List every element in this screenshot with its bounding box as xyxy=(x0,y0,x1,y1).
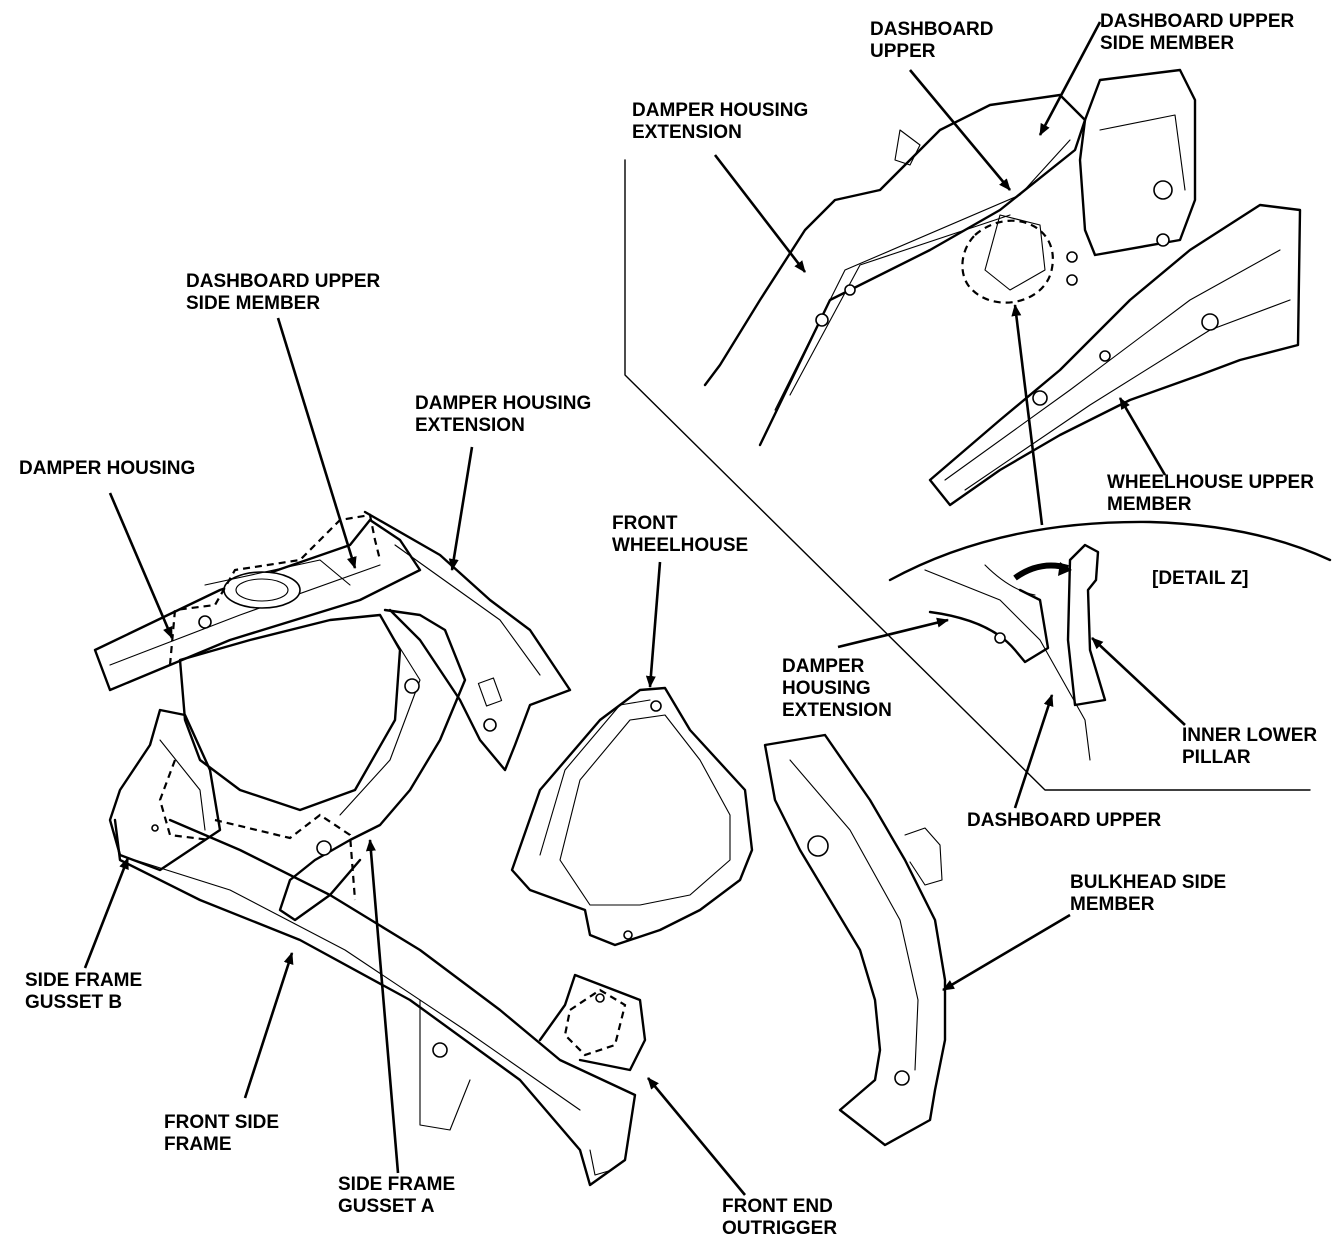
hidden-outline-damper-housing xyxy=(168,513,382,666)
label-front-wheelhouse: FRONT WHEELHOUSE xyxy=(612,513,749,556)
label-wheelhouse-upper-member: WHEELHOUSE UPPER MEMBER xyxy=(1107,472,1314,515)
label-damper-housing-extension-mid: DAMPER HOUSING EXTENSION xyxy=(415,393,592,436)
side-frame-gusset-b-part xyxy=(108,708,222,872)
label-dashboard-upper-top: DASHBOARD UPPER xyxy=(870,19,994,62)
label-front-side-frame: FRONT SIDE FRAME xyxy=(164,1112,280,1155)
bulkhead-side-member-view xyxy=(763,733,947,1147)
damper-housing-part xyxy=(178,613,402,812)
front-wheelhouse-view xyxy=(510,686,754,947)
front-side-frame-part xyxy=(113,818,637,1187)
upper-right-view xyxy=(703,68,1302,507)
label-dashboard-upper-side-member-top: DASHBOARD UPPER SIDE MEMBER xyxy=(1100,11,1295,54)
front-wheelhouse-inner-opening xyxy=(559,714,731,906)
label-detail-z: [DETAIL Z] xyxy=(1152,568,1249,589)
label-damper-housing-extension-top: DAMPER HOUSING EXTENSION xyxy=(632,100,809,143)
damper-housing-extension-part xyxy=(363,510,572,772)
section-divider xyxy=(624,159,1311,791)
label-side-frame-gusset-a: SIDE FRAME GUSSET A xyxy=(338,1174,456,1217)
front-wheelhouse-part xyxy=(510,686,754,947)
label-damper-housing-extension-detail: DAMPER HOUSING EXTENSION xyxy=(782,656,892,721)
wheelhouse-upper-member-part xyxy=(928,203,1302,507)
label-inner-lower-pillar: INNER LOWER PILLAR xyxy=(1182,725,1318,768)
label-bulkhead-side-member: BULKHEAD SIDE MEMBER xyxy=(1070,872,1227,915)
inner-lower-pillar-detail-part xyxy=(1066,543,1107,707)
detail-z-callout-circle xyxy=(961,219,1054,304)
bulkhead-side-member-part xyxy=(763,733,947,1147)
damper-housing-extension-upper-part xyxy=(703,93,1087,447)
front-end-outrigger-part xyxy=(538,973,647,1072)
dashboard-upper-side-member-upper-part xyxy=(1078,68,1197,257)
label-dashboard-upper-side-member-left: DASHBOARD UPPER SIDE MEMBER xyxy=(186,271,381,314)
leader-lines xyxy=(83,21,1186,1196)
label-dashboard-upper-detail: DASHBOARD UPPER xyxy=(967,810,1162,831)
left-assembly xyxy=(93,510,647,1187)
detail-z-view xyxy=(888,520,1332,761)
damper-housing-mount-hole xyxy=(223,571,301,609)
label-damper-housing: DAMPER HOUSING xyxy=(19,458,196,479)
bulkhead-bracket xyxy=(904,827,943,886)
label-front-end-outrigger: FRONT END OUTRIGGER xyxy=(722,1196,838,1239)
side-frame-gusset-a-part xyxy=(278,608,467,922)
label-side-frame-gusset-b: SIDE FRAME GUSSET B xyxy=(25,970,143,1013)
detail-z-arc xyxy=(888,520,1332,582)
